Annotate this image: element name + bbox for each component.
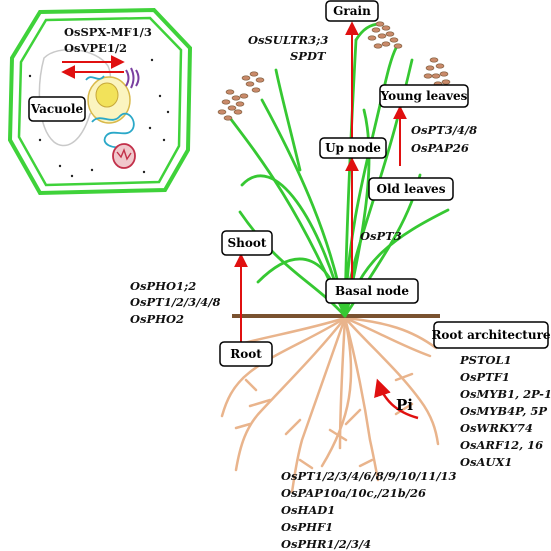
ra-gene: OsWRKY74: [460, 421, 533, 435]
ra-gene: OsMYB1, 2P-1: [460, 387, 551, 401]
root-architecture-genes: PSTOL1 OsPTF1 OsMYB1, 2P-1 OsMYB4P, 5P O…: [459, 353, 551, 469]
uptake-genes: OsPT1/2/3/4/6/8/9/10/11/13 OsPAP10a/10c,…: [281, 469, 457, 551]
root-box: [219, 341, 273, 367]
root-architecture-box: [433, 321, 549, 349]
basal-node-label: Basal node: [335, 284, 409, 298]
root-shoot-gene-3: OsPHO2: [130, 312, 184, 326]
root-architecture-label: Root architecture: [431, 328, 550, 342]
uptake-gene: OsPHR1/2/3/4: [281, 537, 371, 551]
rice-plant-illustration: [228, 22, 450, 318]
nucleolus: [95, 82, 119, 108]
ra-gene: OsMYB4P, 5P: [460, 404, 547, 418]
young-leaves-gene-1: OsPT3/4/8: [411, 123, 477, 137]
root-system-illustration: [220, 316, 440, 494]
ra-gene: OsPTF1: [460, 370, 510, 384]
grain-gene-1: OsSULTR3;3: [248, 33, 328, 47]
old-leaves-box: [368, 177, 454, 201]
pi-uptake-arrow: [374, 378, 419, 420]
cell-wall: [7, 7, 193, 196]
endoplasmic-reticulum: [91, 112, 135, 149]
ra-gene: OsARF12, 16: [460, 438, 543, 452]
uptake-gene: OsHAD1: [281, 503, 335, 517]
vacuole-label-box: [28, 96, 86, 122]
golgi-apparatus: [125, 67, 140, 89]
grain-label: Grain: [333, 4, 371, 18]
cell-gene-2: OsVPE1/2: [64, 41, 127, 55]
shoot-box: [221, 230, 273, 256]
young-leaves-gene-2: OsPAP26: [411, 141, 469, 155]
mitochondrion: [112, 143, 136, 169]
basal-node-box: [325, 278, 419, 304]
uptake-gene: OsPT1/2/3/4/6/8/9/10/11/13: [281, 469, 457, 483]
old-leaves-label: Old leaves: [377, 182, 446, 196]
cell-gene-1: OsSPX-MF1/3: [64, 25, 152, 39]
up-node-label: Up node: [325, 141, 381, 155]
uptake-gene: OsPAP10a/10c,/21b/26: [281, 486, 426, 500]
root-shoot-gene-1: OsPHO1;2: [130, 279, 196, 293]
ra-gene: PSTOL1: [459, 353, 512, 367]
pi-label: Pi: [396, 396, 413, 414]
vacuole-label: Vacuole: [30, 102, 84, 116]
old-leaves-gene: OsPT3: [360, 229, 402, 243]
root-label: Root: [230, 347, 262, 361]
grain-panicle-icon: [217, 21, 451, 121]
ra-gene: OsAUX1: [460, 455, 512, 469]
root-shoot-gene-2: OsPT1/2/3/4/8: [130, 295, 221, 309]
young-leaves-box: [379, 84, 469, 108]
uptake-gene: OsPHF1: [281, 520, 333, 534]
plant-cell-illustration: OsSPX-MF1/3 OsVPE1/2 Vacuole: [7, 7, 193, 196]
young-leaves-label: Young leaves: [380, 89, 468, 103]
up-node-box: [319, 137, 387, 159]
grain-gene-2: SPDT: [290, 49, 327, 63]
shoot-label: Shoot: [228, 236, 267, 250]
grain-box: [325, 0, 379, 22]
cell-membrane: [17, 16, 183, 187]
